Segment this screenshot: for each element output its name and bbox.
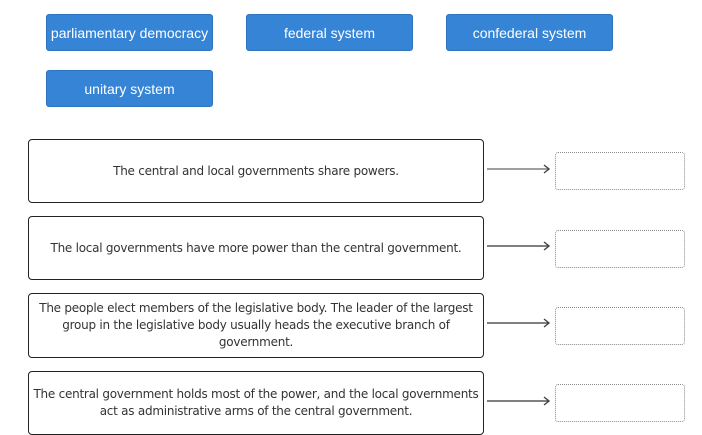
statement-text: The central and local governments share … bbox=[113, 163, 399, 178]
tile-label: unitary system bbox=[84, 80, 175, 97]
tile-label: parliamentary democracy bbox=[50, 24, 209, 41]
arrow-right-icon bbox=[487, 318, 551, 328]
statement-text: The local governments have more power th… bbox=[50, 240, 462, 255]
drop-target[interactable] bbox=[555, 307, 685, 345]
drop-target[interactable] bbox=[555, 384, 685, 422]
arrow-right-icon bbox=[487, 396, 551, 406]
statement-box: The central government holds most of the… bbox=[28, 371, 484, 435]
statement-text: The people elect members of the legislat… bbox=[39, 301, 473, 349]
drop-target[interactable] bbox=[555, 152, 685, 190]
arrow-right-icon bbox=[487, 241, 551, 251]
answer-tile-unitary-system[interactable]: unitary system bbox=[46, 70, 213, 107]
statement-box: The people elect members of the legislat… bbox=[28, 293, 484, 358]
statement-box: The local governments have more power th… bbox=[28, 216, 484, 280]
answer-tile-parliamentary-democracy[interactable]: parliamentary democracy bbox=[46, 14, 213, 51]
answer-tile-federal-system[interactable]: federal system bbox=[246, 14, 413, 51]
answer-tile-confederal-system[interactable]: confederal system bbox=[446, 14, 613, 51]
tile-label: federal system bbox=[283, 24, 376, 41]
arrow-right-icon bbox=[487, 164, 551, 174]
drop-target[interactable] bbox=[555, 230, 685, 268]
statement-box: The central and local governments share … bbox=[28, 139, 484, 203]
statement-text: The central government holds most of the… bbox=[33, 387, 479, 418]
tile-label: confederal system bbox=[472, 24, 587, 41]
